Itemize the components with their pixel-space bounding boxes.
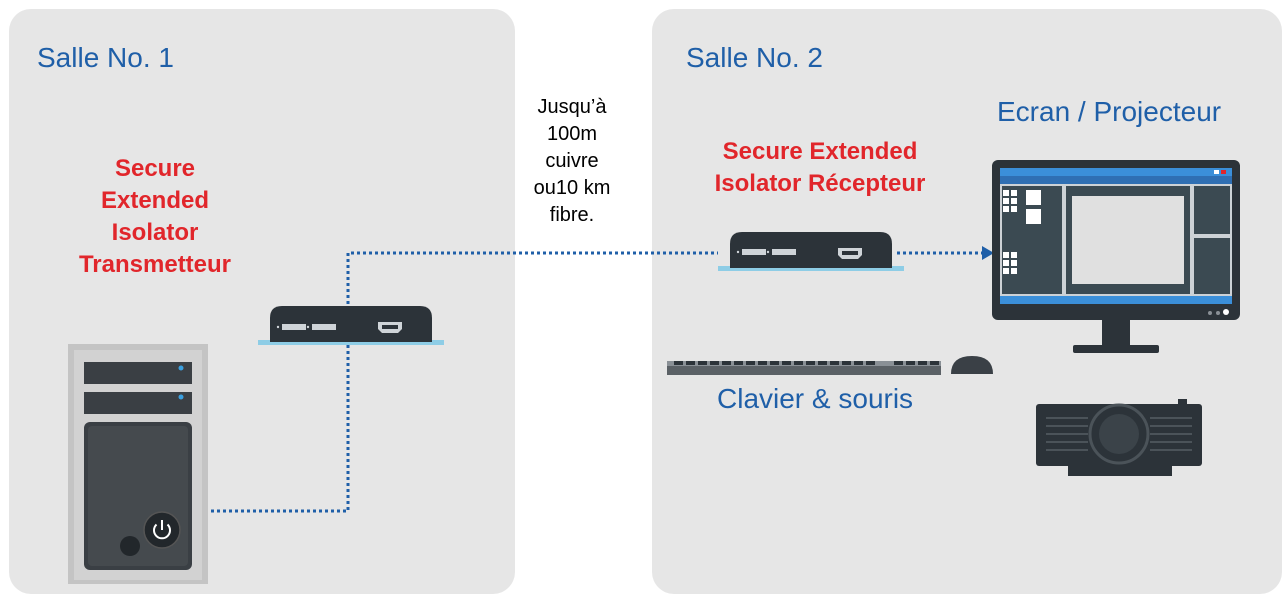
transmitter-label-line-1: Secure [114,155,196,182]
projector-icon [1036,399,1202,476]
cable-transmitter-to-receiver [346,251,718,310]
cable-lines [205,251,982,513]
pc-tower-icon [68,344,208,584]
link-note-line-5: fibre. [549,204,595,226]
display-label: Ecran / Projecteur [997,96,1222,127]
link-distance-note: Jusqu’à 100m cuivre ou10 km fibre. [512,94,632,229]
cable-pc-to-transmitter [205,342,350,513]
link-note-line-4: ou10 km [533,177,611,199]
receiver-label-line-1: Secure Extended [722,138,918,165]
room-1-title: Salle No. 1 [37,42,174,73]
peripherals-label: Clavier & souris [717,383,914,414]
link-note-line-3: cuivre [545,150,599,172]
transmitter-label-line-2: Extended [100,187,210,214]
monitor-icon [992,160,1240,353]
receiver-label: Secure Extended Isolator Récepteur [680,136,960,200]
link-note-line-2: 100m [546,123,598,145]
mouse-icon [951,356,993,374]
transmitter-label-line-3: Isolator [111,219,199,246]
extender-transmitter-icon [258,306,444,345]
keyboard-icon [667,361,941,375]
cable-arrowhead [982,246,994,260]
link-note-line-1: Jusqu’à [537,96,607,118]
transmitter-label: Secure Extended Isolator Transmetteur [50,153,260,281]
receiver-label-line-2: Isolator Récepteur [714,170,926,197]
extender-receiver-icon [718,232,904,271]
room-2-title: Salle No. 2 [686,42,823,73]
transmitter-label-line-4: Transmetteur [78,251,232,278]
power-icon [143,511,181,549]
